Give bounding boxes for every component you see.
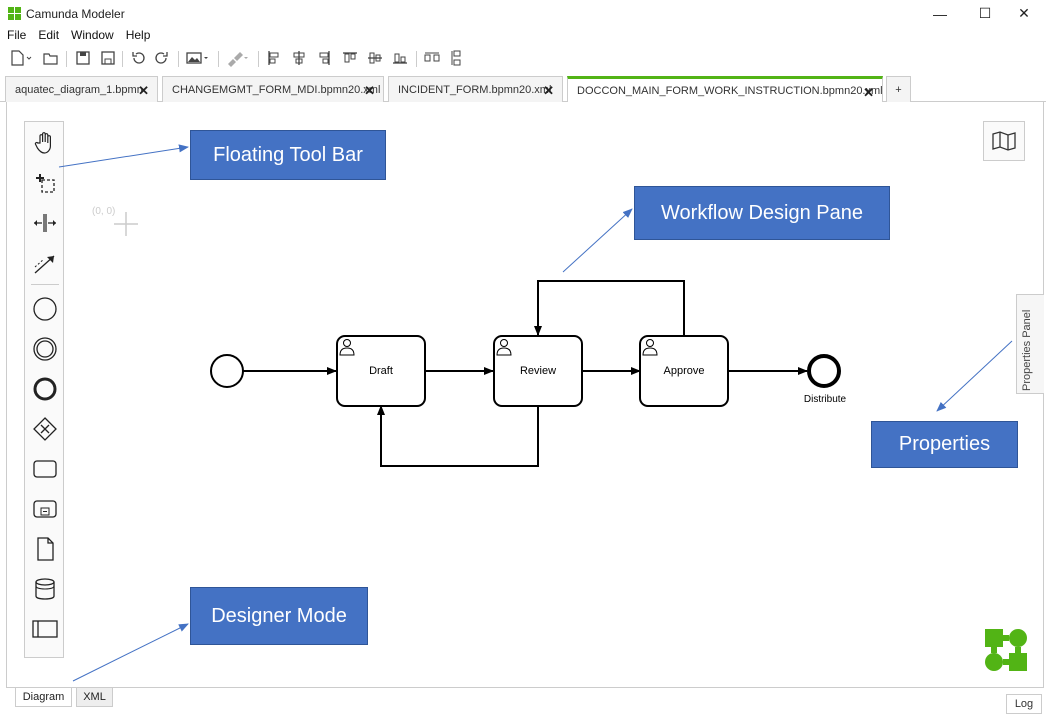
tab-doccon-active[interactable]: DOCCON_MAIN_FORM_WORK_INSTRUCTION.bpmn20… xyxy=(567,76,883,103)
align-right-icon[interactable] xyxy=(315,49,333,67)
lasso-tool-icon[interactable] xyxy=(25,165,65,201)
align-center-icon[interactable] xyxy=(290,49,308,67)
distribute-vertical-icon[interactable] xyxy=(448,49,466,67)
align-left-icon[interactable] xyxy=(265,49,283,67)
title-bar: Camunda Modeler — ☐ ✕ xyxy=(0,0,1046,27)
close-tab-icon[interactable]: ✕ xyxy=(863,85,874,100)
save-icon[interactable] xyxy=(74,49,92,67)
global-connect-tool-icon[interactable] xyxy=(25,245,65,281)
callout-floating-tool-bar: Floating Tool Bar xyxy=(190,130,386,180)
menu-bar: File Edit Window Help xyxy=(0,27,156,45)
align-top-icon[interactable] xyxy=(341,49,359,67)
window-title: Camunda Modeler xyxy=(26,7,125,21)
maximize-button[interactable]: ☐ xyxy=(978,5,992,21)
camunda-watermark-logo xyxy=(985,629,1027,671)
callout-properties: Properties xyxy=(871,421,1018,468)
align-bottom-icon[interactable] xyxy=(391,49,409,67)
intermediate-event-icon[interactable] xyxy=(25,331,65,367)
minimize-button[interactable]: — xyxy=(933,5,947,22)
task-icon[interactable] xyxy=(25,451,65,487)
log-button[interactable]: Log xyxy=(1006,694,1042,714)
space-tool-icon[interactable] xyxy=(25,205,65,241)
origin-label: (0, 0) xyxy=(92,206,116,217)
pool-participant-icon[interactable] xyxy=(25,611,65,647)
close-window-button[interactable]: ✕ xyxy=(1018,5,1030,21)
tab-label: DOCCON_MAIN_FORM_WORK_INSTRUCTION.bpmn20… xyxy=(577,85,883,97)
origin-crosshair-icon xyxy=(114,212,138,236)
save-as-icon[interactable] xyxy=(99,49,117,67)
tab-aquatec[interactable]: aquatec_diagram_1.bpmn ✕ xyxy=(5,76,158,102)
properties-panel-label: Properties Panel xyxy=(1021,309,1033,391)
diagram-mode-tab[interactable]: Diagram xyxy=(15,688,72,707)
floating-tool-bar xyxy=(24,121,64,658)
xml-mode-tab[interactable]: XML xyxy=(76,688,113,707)
distribute-horizontal-icon[interactable] xyxy=(423,49,441,67)
menu-edit[interactable]: Edit xyxy=(38,28,60,42)
menu-file[interactable]: File xyxy=(7,28,27,42)
camunda-logo-icon xyxy=(8,7,21,20)
file-tabs: aquatec_diagram_1.bpmn ✕ CHANGEMGMT_FORM… xyxy=(0,76,1046,103)
close-tab-icon[interactable]: ✕ xyxy=(543,83,554,98)
tab-label: CHANGEMGMT_FORM_MDI.bpmn20.xml xyxy=(172,83,381,96)
data-object-icon[interactable] xyxy=(25,531,65,567)
callout-workflow-design-pane: Workflow Design Pane xyxy=(634,186,890,240)
start-event-icon[interactable] xyxy=(25,291,65,327)
export-image-icon[interactable] xyxy=(185,49,211,67)
hand-tool-icon[interactable] xyxy=(25,125,65,161)
close-tab-icon[interactable]: ✕ xyxy=(138,83,149,98)
align-middle-icon[interactable] xyxy=(366,49,384,67)
gateway-icon[interactable] xyxy=(25,411,65,447)
open-folder-icon[interactable] xyxy=(42,49,60,67)
toolbar xyxy=(0,45,1046,73)
end-event-icon[interactable] xyxy=(25,371,65,407)
redo-icon[interactable] xyxy=(153,49,171,67)
new-file-icon[interactable] xyxy=(9,49,33,67)
tab-changemgmt[interactable]: CHANGEMGMT_FORM_MDI.bpmn20.xml ✕ xyxy=(162,76,384,102)
minimap-toggle-button[interactable] xyxy=(983,121,1025,161)
menu-window[interactable]: Window xyxy=(71,28,114,42)
menu-help[interactable]: Help xyxy=(125,28,151,42)
data-store-icon[interactable] xyxy=(25,571,65,607)
close-tab-icon[interactable]: ✕ xyxy=(364,83,375,98)
tab-label: INCIDENT_FORM.bpmn20.xml xyxy=(398,83,552,96)
subprocess-icon[interactable] xyxy=(25,491,65,527)
undo-icon[interactable] xyxy=(129,49,147,67)
add-tab-button[interactable]: + xyxy=(886,76,911,102)
map-icon xyxy=(992,131,1016,151)
tab-label: aquatec_diagram_1.bpmn xyxy=(15,83,143,96)
properties-panel-toggle[interactable]: Properties Panel xyxy=(1016,294,1044,394)
tab-incident[interactable]: INCIDENT_FORM.bpmn20.xml ✕ xyxy=(388,76,563,102)
color-brush-icon[interactable] xyxy=(225,49,251,67)
callout-designer-mode: Designer Mode xyxy=(190,587,368,645)
